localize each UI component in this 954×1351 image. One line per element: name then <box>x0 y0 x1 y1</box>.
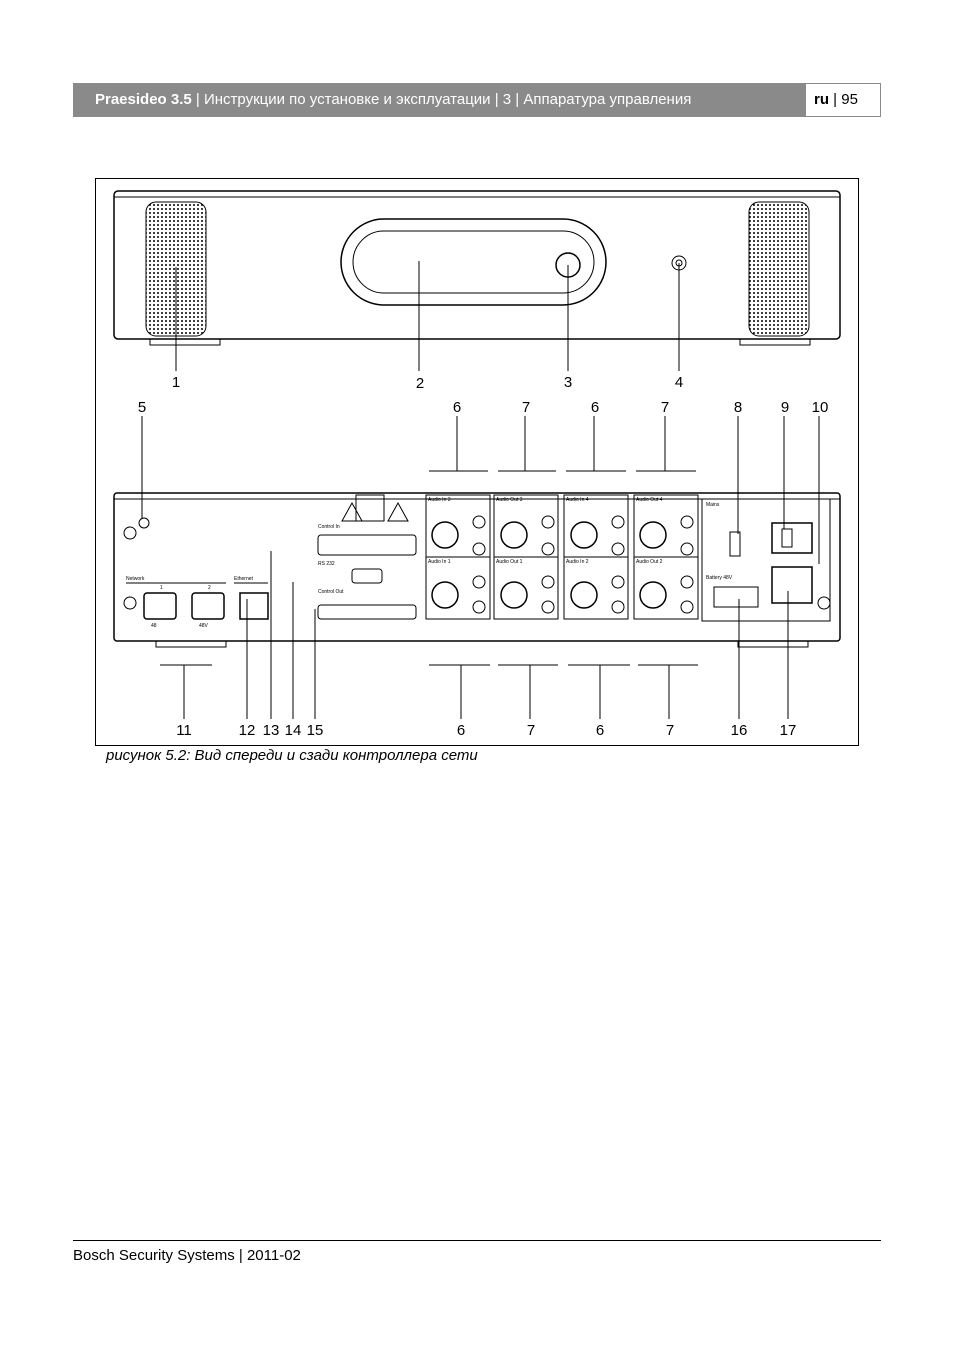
callout-6a: 6 <box>453 399 461 416</box>
callout-13: 13 <box>263 722 280 739</box>
mains-panel <box>701 498 831 622</box>
xlr-in-4[interactable] <box>570 521 598 549</box>
callout-7a: 7 <box>522 399 530 416</box>
xlr-in-3[interactable] <box>431 521 459 549</box>
screw-icon <box>817 596 831 610</box>
network-port-1-label: 1 <box>160 585 163 591</box>
callout-7c: 7 <box>527 722 535 739</box>
callout-11: 11 <box>176 722 192 739</box>
xlr-in-2[interactable] <box>570 581 598 609</box>
rear-top-callouts: 5 6 7 6 7 8 9 10 <box>138 399 829 564</box>
page-number-box: ru | 95 <box>805 83 881 117</box>
control-in-label: Control In <box>318 524 340 530</box>
front-foot-left <box>149 338 221 346</box>
audio-in-3-label: Audio In 3 <box>428 497 451 503</box>
figure-caption: рисунок 5.2: Вид спереди и сзади контрол… <box>106 747 478 764</box>
audio-in-1-label: Audio In 1 <box>428 559 451 565</box>
callout-14: 14 <box>285 722 302 739</box>
page-number: | 95 <box>829 91 858 108</box>
audio-out-3-label: Audio Out 3 <box>496 497 523 503</box>
callout-17: 17 <box>780 722 797 739</box>
callout-10: 10 <box>812 399 829 416</box>
network-label: Network <box>126 576 145 582</box>
ethernet-label: Ethernet <box>234 576 254 582</box>
control-out-connector[interactable] <box>317 604 417 620</box>
callout-6c: 6 <box>457 722 465 739</box>
front-view: 1 2 3 4 <box>113 190 841 392</box>
network-port-2-voltage: 48V <box>199 623 209 629</box>
callout-15: 15 <box>307 722 324 739</box>
network-port-2[interactable] <box>191 592 225 620</box>
footer-divider <box>73 1240 881 1241</box>
callout-7d: 7 <box>666 722 674 739</box>
footer-text: Bosch Security Systems | 2011-02 <box>73 1247 301 1264</box>
audio-out-2-label: Audio Out 2 <box>636 559 663 565</box>
audio-in-4-label: Audio In 4 <box>566 497 589 503</box>
callout-5: 5 <box>138 399 146 416</box>
audio-out-4-label: Audio Out 4 <box>636 497 663 503</box>
display-window <box>352 230 595 294</box>
xlr-in-1[interactable] <box>431 581 459 609</box>
rear-bottom-callouts: 11 12 13 14 15 6 7 6 7 16 17 <box>160 551 796 739</box>
callout-8: 8 <box>734 399 742 416</box>
rear-view: Network 1 2 48 48V Ethernet Control In R… <box>113 492 841 648</box>
warning-triangle-icon <box>341 501 363 522</box>
front-foot-right <box>739 338 811 346</box>
callout-9: 9 <box>781 399 789 416</box>
lightning-warning-icon <box>387 501 409 522</box>
callout-4: 4 <box>675 374 683 391</box>
xlr-out-4[interactable] <box>639 521 667 549</box>
product-name: Praesideo 3.5 <box>95 91 192 108</box>
callout-12: 12 <box>239 722 256 739</box>
xlr-out-3[interactable] <box>500 521 528 549</box>
rs232-port[interactable] <box>351 568 383 584</box>
audio-out-1-label: Audio Out 1 <box>496 559 523 565</box>
page-header: Praesideo 3.5 | Инструкции по установке … <box>73 83 805 117</box>
callout-3: 3 <box>564 374 572 391</box>
front-chassis <box>113 190 841 340</box>
figure-frame: 1 2 3 4 Network 1 2 48 48V Ethernet <box>95 178 859 746</box>
audio-out-2-block <box>633 556 699 620</box>
rear-chassis <box>113 492 841 642</box>
header-title: | Инструкции по установке и эксплуатации… <box>191 91 692 108</box>
language-code: ru <box>814 91 829 108</box>
callout-6b: 6 <box>591 399 599 416</box>
xlr-out-1[interactable] <box>500 581 528 609</box>
callout-2: 2 <box>416 375 424 392</box>
network-port-1-voltage: 48 <box>151 623 157 629</box>
rs232-label: RS 232 <box>318 561 335 567</box>
audio-in-4-block <box>563 494 629 558</box>
callout-16: 16 <box>731 722 748 739</box>
xlr-out-2[interactable] <box>639 581 667 609</box>
mains-label: Mains <box>706 502 720 508</box>
ethernet-port[interactable] <box>239 592 269 620</box>
right-speaker-grille <box>748 201 810 337</box>
audio-in-1-block <box>425 556 491 620</box>
battery-terminal[interactable] <box>713 586 759 608</box>
control-in-connector[interactable] <box>317 534 417 556</box>
mains-socket[interactable] <box>771 566 813 604</box>
display-bezel <box>340 218 607 306</box>
network-port-2-label: 2 <box>208 585 211 591</box>
controller-illustration: 1 2 3 4 Network 1 2 48 48V Ethernet <box>113 190 841 739</box>
audio-in-2-block <box>563 556 629 620</box>
ground-terminal-icon <box>138 517 150 529</box>
callout-6d: 6 <box>596 722 604 739</box>
callout-7b: 7 <box>661 399 669 416</box>
network-port-1[interactable] <box>143 592 177 620</box>
audio-out-3-block <box>493 494 559 558</box>
battery-label: Battery 48V <box>706 575 733 581</box>
screw-icon <box>123 596 137 610</box>
control-out-label: Control Out <box>318 589 344 595</box>
voltage-selector[interactable] <box>729 531 741 557</box>
screw-icon <box>123 526 137 540</box>
callout-1: 1 <box>172 374 180 391</box>
power-switch[interactable] <box>771 522 813 554</box>
audio-out-1-block <box>493 556 559 620</box>
audio-in-2-label: Audio In 2 <box>566 559 589 565</box>
warning-label <box>355 494 385 522</box>
